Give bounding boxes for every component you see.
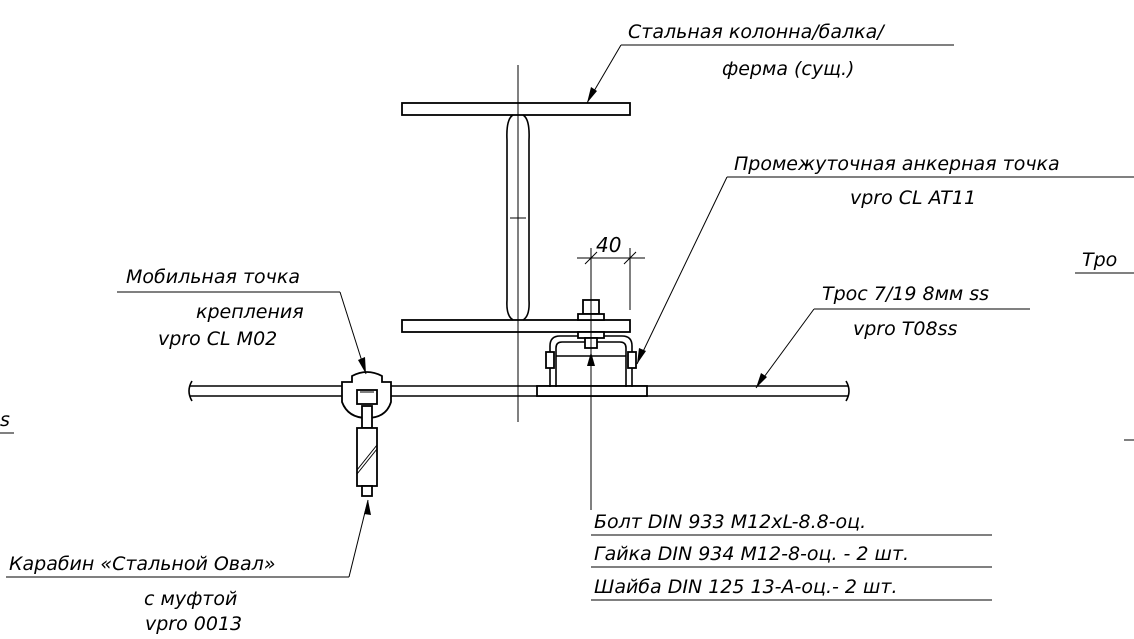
intermediate-anchor-bracket [536,250,648,510]
dimension-40: 40 [577,233,645,310]
hardware-washer: Шайба DIN 125 13-A-оц.- 2 шт. [594,576,898,598]
hardware-nut: Гайка DIN 934 M12-8-оц. - 2 шт. [594,543,909,565]
steel-i-beam [401,65,631,422]
mobile-label-line1: Мобильная точка [126,266,300,288]
cut-off-label-right: Тро [1082,249,1117,271]
cable-label-line1: Трос 7/19 8мм ss [822,283,989,305]
carabiner-label-line3: vpro 0013 [145,613,242,635]
anchor-label-line2: vpro CL AT11 [850,187,976,209]
carabiner-label-line1: Карабин «Стальной Овал» [9,553,276,575]
dimension-label: 40 [596,233,621,257]
mobile-attachment-point [341,371,392,419]
mobile-label-line2: крепления [196,301,304,323]
cable-label-line2: vpro T08ss [853,318,957,340]
cut-off-label-left: s [0,409,10,431]
beam-label-line1: Стальная колонна/балка/ [628,21,886,43]
steel-cable [188,380,850,402]
hardware-bolt: Болт DIN 933 M12xL-8.8-оц. [594,511,866,533]
mobile-label-line3: vpro CL M02 [158,328,277,350]
beam-label-line2: ферма (сущ.) [722,58,854,80]
annotation-text: Стальная колонна/балка/ ферма (сущ.) Про… [0,21,1117,635]
anchor-label-line1: Промежуточная анкерная точка [734,153,1060,175]
carabiner-label-line2: с муфтой [144,588,237,610]
carabiner [356,405,378,497]
leader-lines [0,44,1134,601]
